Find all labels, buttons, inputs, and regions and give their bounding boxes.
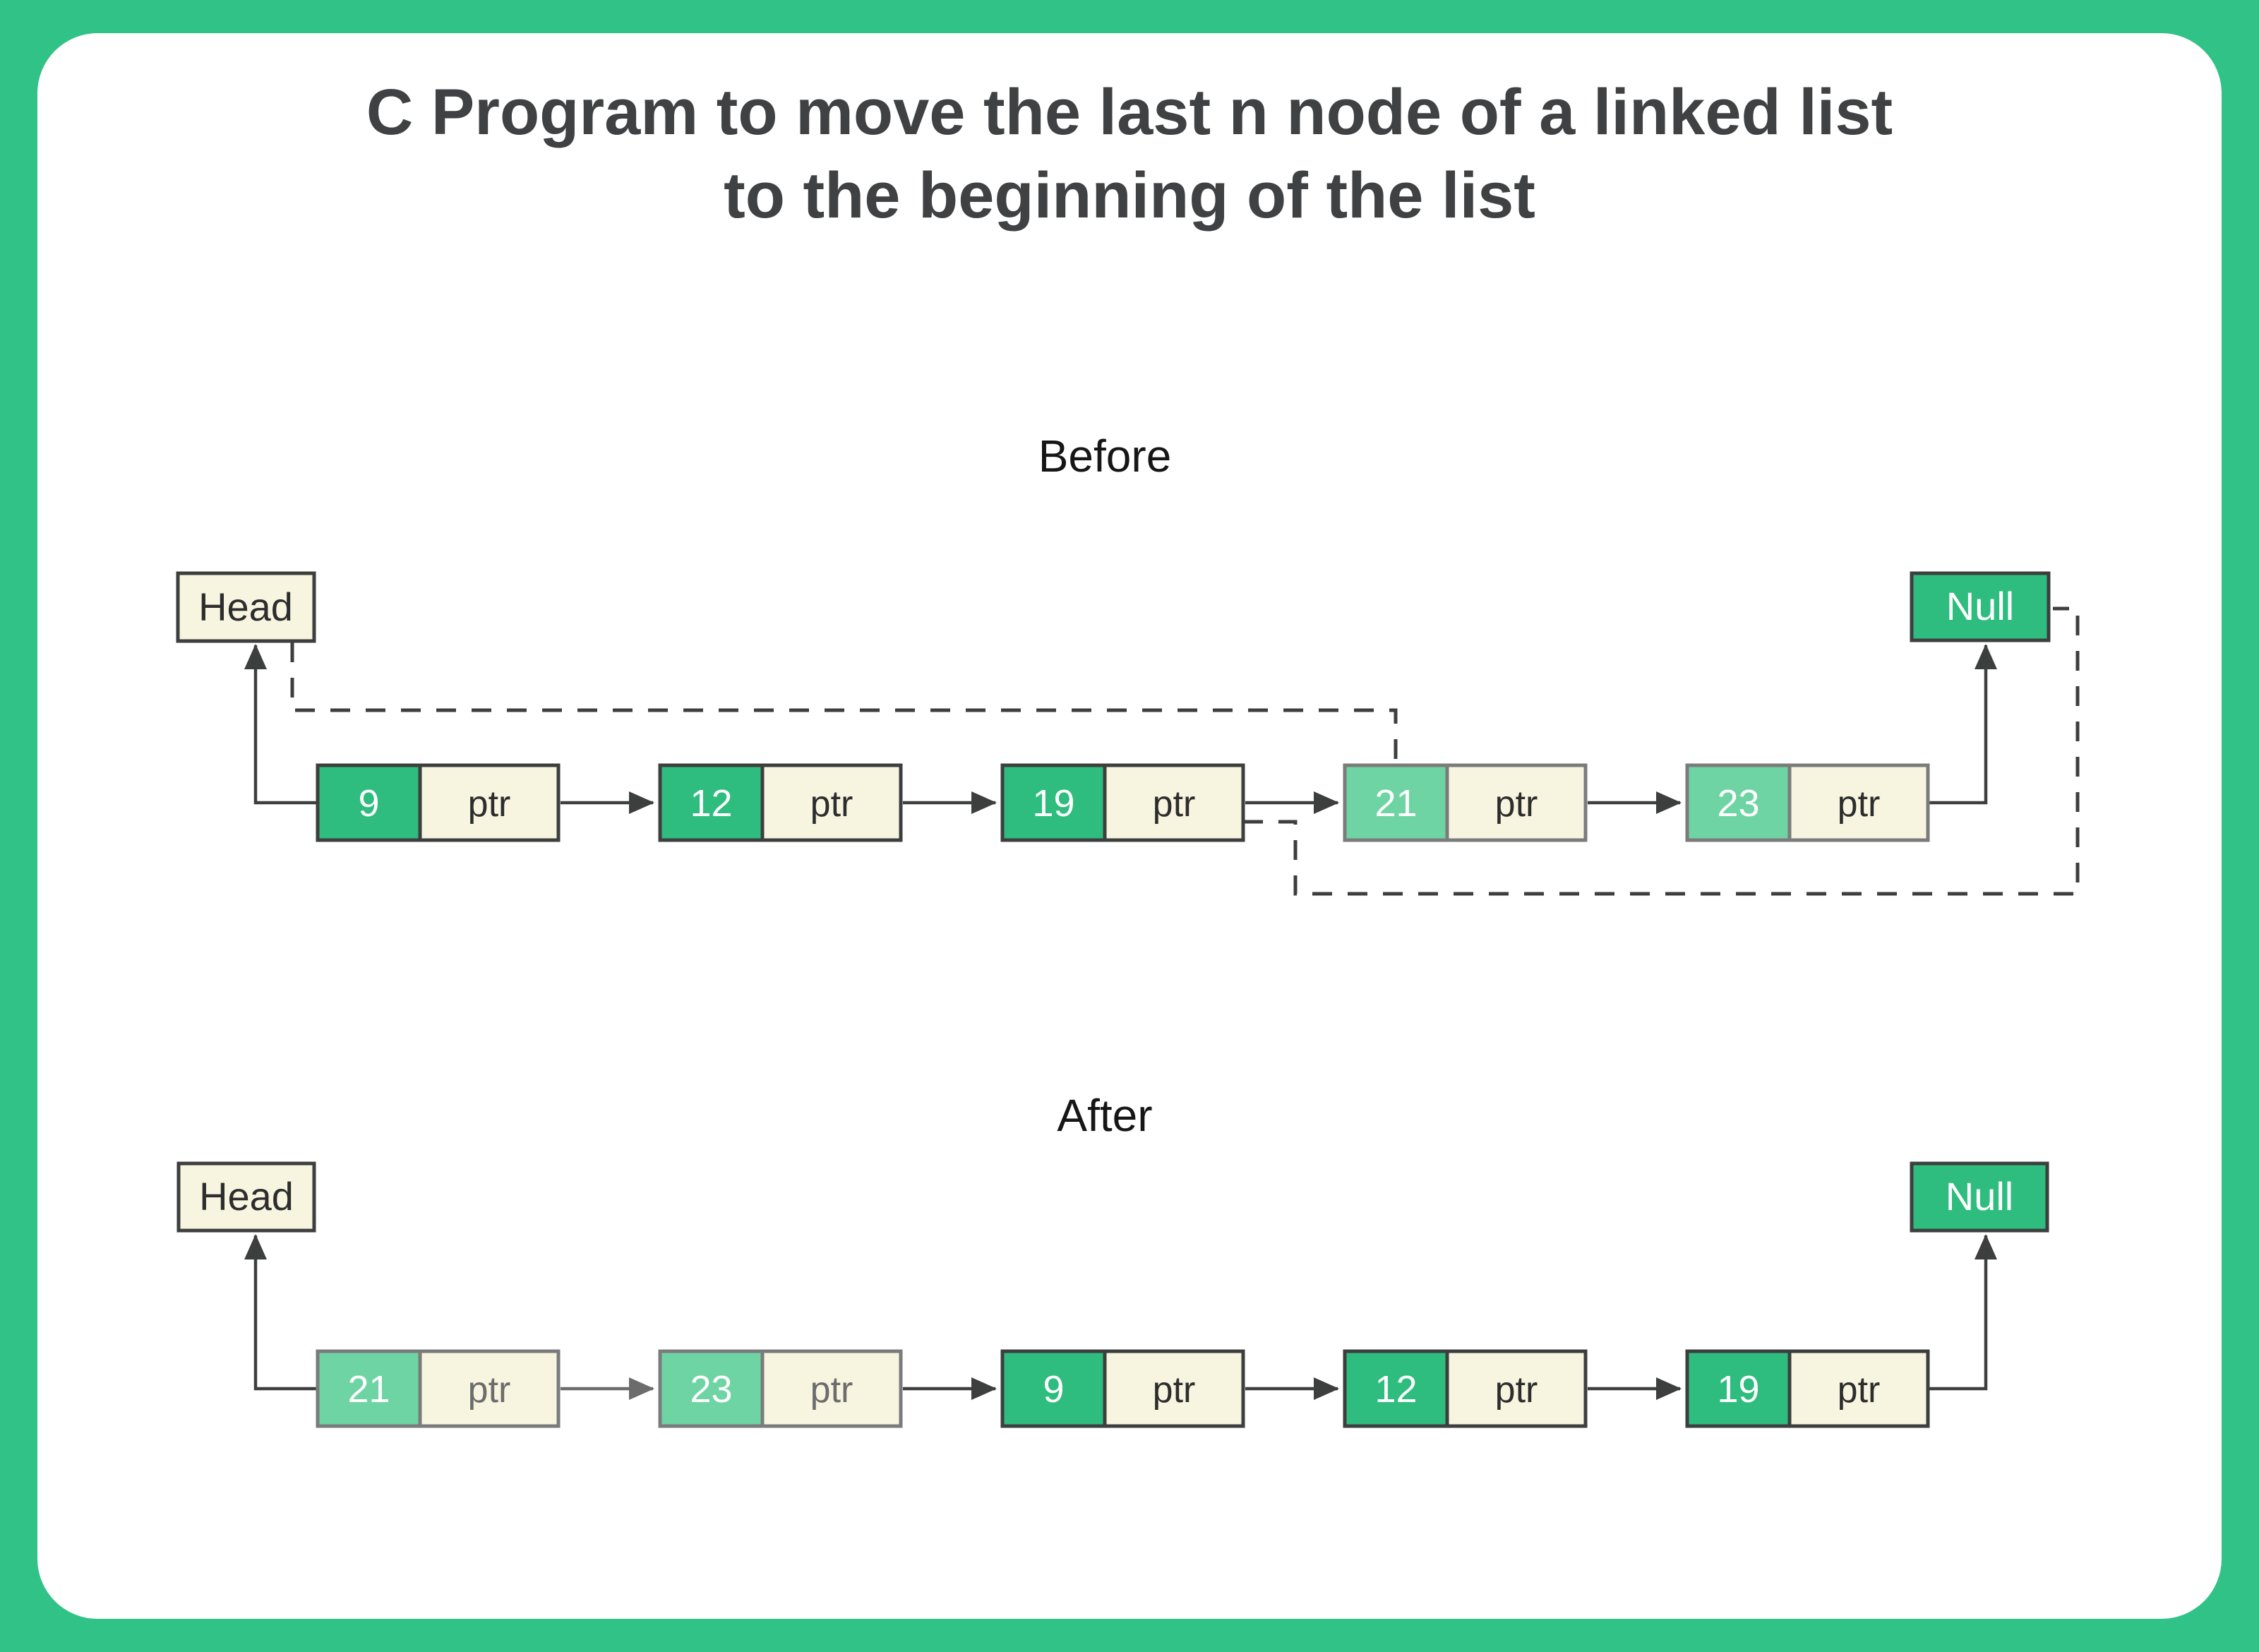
before-node-row: 9 ptr 12 ptr 19 ptr 21 ptr 23 ptr [316,763,1930,842]
node-ptr-label: ptr [1838,1370,1881,1411]
before-head-pointer-arrow [244,644,318,805]
after-null-pointer-arrow [1928,1234,1997,1391]
linked-list-node: 21 ptr [1343,763,1682,842]
before-null-label: Null [1946,584,2014,628]
linked-list-node: 23 ptr [658,1349,997,1428]
node-ptr-cell [1103,1349,1245,1428]
node-data-cell [658,763,765,842]
page-title-line2: to the beginning of the list [724,160,1535,232]
node-ptr-cell [1445,1349,1588,1428]
after-node-row: 21 ptr 23 ptr 9 ptr 12 ptr 19 ptr [316,1349,1930,1428]
before-section-label: Before [1038,431,1172,481]
node-value: 12 [1374,1368,1417,1411]
node-ptr-label: ptr [468,784,511,825]
linked-list-node: 19 ptr [1000,763,1339,842]
after-null-box [1910,1161,2049,1233]
node-ptr-cell [1445,763,1588,842]
linked-list-node: 23 ptr [1685,763,1930,842]
linked-list-node: 12 ptr [658,763,997,842]
node-data-cell [316,763,422,842]
node-ptr-cell [1787,1349,1930,1428]
node-value: 19 [1032,782,1074,825]
linked-list-node: 9 ptr [316,763,654,842]
node-ptr-label: ptr [1153,784,1196,825]
after-head-box [176,1161,316,1233]
node-ptr-cell [760,763,903,842]
node-ptr-label: ptr [468,1370,511,1411]
before-head-label: Head [198,585,293,629]
node-data-cell [1000,763,1107,842]
after-head-label: Head [199,1174,294,1219]
before-null-box [1910,571,2051,642]
node-ptr-cell [1103,763,1245,842]
node-data-cell [1685,763,1792,842]
node-value: 12 [690,782,732,825]
node-value: 9 [358,782,379,825]
after-section-label: After [1057,1090,1152,1141]
node-ptr-label: ptr [1495,1370,1538,1411]
after-null-label: Null [1946,1174,2013,1219]
node-ptr-label: ptr [1838,784,1881,825]
dashed-node19-to-null [1243,606,2080,896]
page-title-line1: C Program to move the last n node of a l… [366,76,1893,148]
linked-list-node: 12 ptr [1343,1349,1682,1428]
node-data-cell [1000,1349,1107,1428]
after-head-pointer-arrow [244,1234,318,1391]
node-data-cell [316,1349,422,1428]
linked-list-node: 19 ptr [1685,1349,1930,1428]
dashed-head-to-node21 [290,642,1398,762]
node-value: 23 [690,1368,732,1411]
node-data-cell [1685,1349,1792,1428]
node-data-cell [1343,763,1449,842]
node-ptr-label: ptr [1153,1370,1196,1411]
before-null-pointer-arrow [1928,644,1997,805]
before-head-box [176,571,316,643]
node-ptr-label: ptr [1495,784,1538,825]
node-value: 19 [1717,1368,1759,1411]
node-ptr-cell [1787,763,1930,842]
node-value: 9 [1043,1368,1064,1411]
node-ptr-label: ptr [810,1370,853,1411]
node-value: 21 [1374,782,1417,825]
node-ptr-cell [418,1349,561,1428]
node-value: 23 [1717,782,1759,825]
node-ptr-cell [760,1349,903,1428]
node-value: 21 [347,1368,390,1411]
linked-list-node: 9 ptr [1000,1349,1339,1428]
linked-list-node: 21 ptr [316,1349,654,1428]
node-ptr-cell [418,763,561,842]
node-ptr-label: ptr [810,784,853,825]
